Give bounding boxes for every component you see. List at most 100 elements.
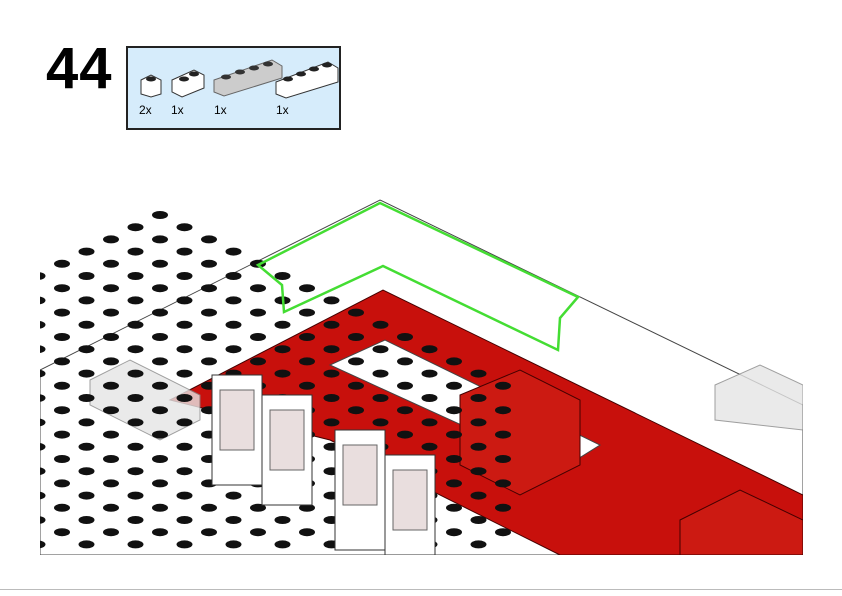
stud <box>225 296 242 305</box>
stud <box>78 296 95 305</box>
stud <box>5 284 21 292</box>
stud <box>103 503 119 512</box>
stud <box>103 284 119 293</box>
stud <box>127 516 144 524</box>
stud <box>103 308 119 317</box>
stud <box>40 296 46 305</box>
stud <box>5 357 21 365</box>
stud <box>274 369 291 378</box>
stud <box>225 247 242 256</box>
stud <box>250 308 266 317</box>
stud <box>250 357 266 366</box>
stud <box>225 345 242 354</box>
trans-brick <box>714 364 803 431</box>
stud <box>127 491 144 500</box>
stud <box>421 369 438 378</box>
stud <box>225 320 242 329</box>
stud <box>5 382 21 390</box>
part-qty: 2x <box>139 103 152 117</box>
stud <box>495 503 511 512</box>
stud <box>78 516 95 524</box>
stud <box>372 394 389 402</box>
stud <box>495 381 511 390</box>
stud <box>78 540 95 549</box>
stud <box>127 418 144 427</box>
stud <box>201 357 217 366</box>
stud <box>176 516 193 524</box>
stud <box>78 345 95 354</box>
part-qty: 1x <box>276 103 289 117</box>
stud <box>397 333 413 341</box>
stud <box>421 442 438 451</box>
part-qty: 1x <box>171 103 184 117</box>
stud <box>250 284 266 293</box>
stud <box>176 418 193 427</box>
stud <box>470 491 487 500</box>
stud <box>299 503 315 512</box>
stud <box>40 394 46 402</box>
stud <box>5 333 21 341</box>
stud <box>274 272 291 280</box>
stud <box>397 357 413 366</box>
stud <box>5 406 21 414</box>
stud <box>103 357 119 366</box>
stud <box>250 333 266 341</box>
stud <box>323 394 340 402</box>
stud <box>78 394 95 402</box>
stud <box>176 296 193 305</box>
stud <box>78 369 95 378</box>
stud <box>40 369 46 378</box>
stud <box>470 369 487 378</box>
stud <box>470 467 487 476</box>
stud <box>54 357 70 366</box>
stud <box>299 308 315 317</box>
stud <box>127 467 144 476</box>
stud <box>127 394 144 402</box>
stud <box>495 406 511 415</box>
stud <box>470 394 487 402</box>
stud <box>323 320 340 329</box>
stud <box>127 247 144 256</box>
stud <box>78 320 95 329</box>
stud <box>176 223 193 232</box>
stud <box>299 381 315 390</box>
stud <box>5 528 21 536</box>
stud <box>152 357 168 366</box>
stud <box>40 272 46 280</box>
stud <box>54 308 70 317</box>
stud <box>176 320 193 329</box>
stud <box>103 479 119 488</box>
stud <box>54 430 70 439</box>
stud <box>152 430 168 439</box>
stud <box>323 418 340 427</box>
stud <box>5 431 21 439</box>
stud <box>103 455 119 463</box>
stud <box>5 504 21 512</box>
stud <box>299 528 315 537</box>
stud <box>372 369 389 378</box>
stud <box>250 528 266 537</box>
stud <box>372 418 389 427</box>
stud <box>201 284 217 293</box>
stud <box>152 235 168 244</box>
stud <box>40 467 46 475</box>
stud <box>54 333 70 341</box>
stud <box>5 479 21 487</box>
stud <box>54 406 70 415</box>
stud <box>446 503 462 512</box>
stud <box>495 455 511 463</box>
stud <box>225 272 242 280</box>
brick-1x1-icon <box>140 74 162 98</box>
stud <box>54 455 70 463</box>
stud <box>103 235 119 244</box>
brick-1x2-icon <box>171 69 205 98</box>
stud <box>40 491 46 500</box>
stud <box>103 381 119 390</box>
stud <box>40 321 46 329</box>
stud <box>54 479 70 488</box>
stud <box>176 442 193 451</box>
stud <box>176 272 193 280</box>
stud <box>152 503 168 512</box>
stud <box>152 308 168 317</box>
